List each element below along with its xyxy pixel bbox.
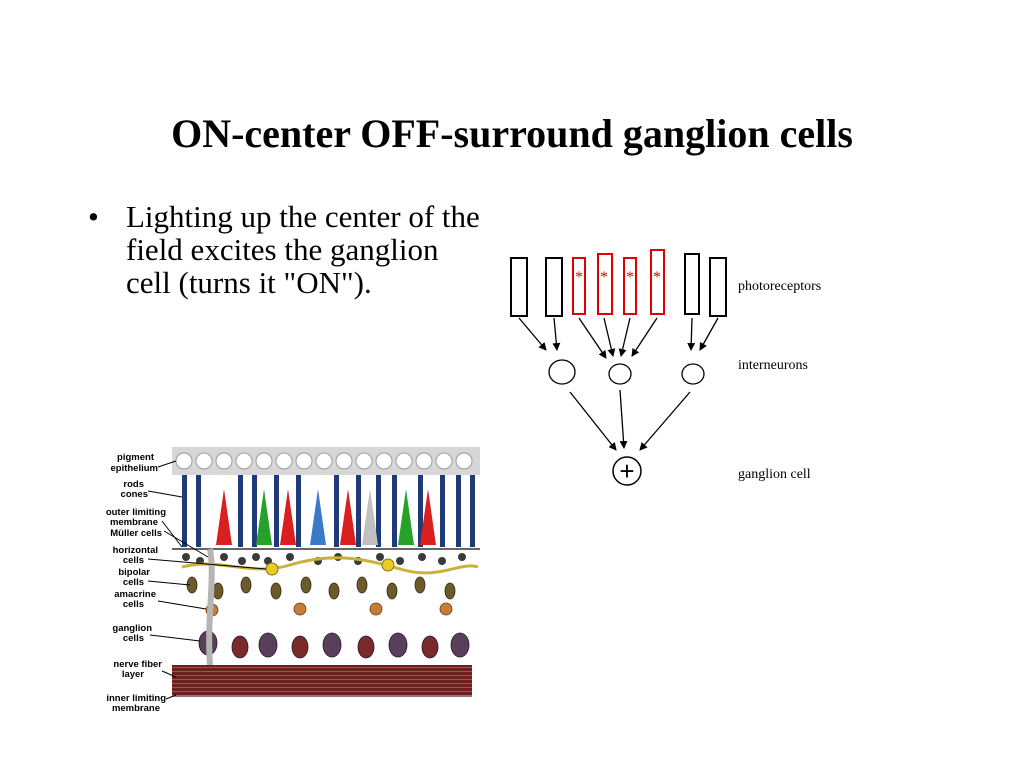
- label-outer-limiting: outer limiting: [106, 507, 166, 518]
- label-bipolar: bipolar: [118, 567, 150, 578]
- cone-cells: [216, 489, 436, 545]
- bipolar-cells: [186, 576, 456, 600]
- ganglion-cells: [198, 630, 470, 659]
- label-amacrine: amacrine: [114, 589, 156, 600]
- rod-cells: [182, 475, 475, 547]
- photoreceptor-row: [510, 249, 727, 317]
- label-horizontal: horizontal: [113, 545, 158, 556]
- bullet-symbol: •: [88, 199, 99, 234]
- interneurons-label: interneurons: [738, 358, 808, 373]
- label-amacrine-cells: cells: [123, 599, 144, 610]
- interneuron-row: [548, 359, 705, 385]
- photoreceptor-lit-2: [597, 253, 613, 315]
- receptive-field-schematic: * * * * + photoreceptors interneurons ga…: [510, 249, 821, 486]
- star-mark: *: [626, 269, 634, 286]
- label-inner-limiting: inner limiting: [106, 693, 166, 704]
- interneuron-right: [681, 363, 705, 385]
- label-ganglion: ganglion: [112, 623, 152, 634]
- interneuron-to-ganglion-arrows: [569, 389, 691, 451]
- star-mark: *: [575, 269, 583, 286]
- interneuron-center: [608, 363, 632, 385]
- label-layer: layer: [122, 669, 144, 680]
- amacrine-cells: [205, 602, 453, 617]
- receptor-to-interneuron-arrows: [518, 317, 719, 359]
- nerve-fiber-layer: [172, 665, 472, 695]
- photoreceptor-outer-left-2: [545, 257, 563, 317]
- photoreceptor-lit-4: [650, 249, 665, 315]
- photoreceptor-outer-right-1: [684, 253, 700, 315]
- label-muller-cells: Müller cells: [110, 528, 162, 539]
- label-horizontal-cells: cells: [123, 555, 144, 566]
- photoreceptor-lit-3: [623, 257, 637, 315]
- muller-cell: [206, 548, 215, 686]
- ganglion-cell: [612, 456, 642, 486]
- label-rods: rods: [123, 479, 144, 490]
- slide-title: ON-center OFF-surround ganglion cells: [171, 111, 853, 156]
- label-pointers: [147, 460, 267, 700]
- photoreceptor-outer-right-2: [709, 257, 727, 317]
- label-epithelium: epithelium: [110, 463, 158, 474]
- photoreceptor-outer-left-1: [510, 257, 528, 317]
- horizontal-cell-body: [381, 558, 395, 572]
- light-stimulus-marks: * * * *: [575, 269, 661, 286]
- photoreceptor-lit-1: [572, 257, 586, 315]
- retina-cross-section-illustration: pigment epithelium rods cones outer limi…: [106, 447, 480, 714]
- label-pigment: pigment: [117, 452, 155, 463]
- label-ganglion-cells: cells: [123, 633, 144, 644]
- retina-labels: pigment epithelium rods cones outer limi…: [106, 452, 166, 714]
- label-outer-membrane: membrane: [110, 517, 158, 528]
- plus-mark: +: [619, 456, 634, 486]
- pigment-epithelium-cells: [175, 452, 473, 470]
- star-mark: *: [653, 269, 661, 286]
- label-bipolar-cells: cells: [123, 577, 144, 588]
- bullet-text: Lighting up the center of the field exci…: [126, 199, 480, 300]
- photoreceptors-label: photoreceptors: [738, 279, 821, 294]
- horizontal-cell-body: [265, 562, 279, 576]
- label-cones: cones: [121, 489, 148, 500]
- ganglion-cell-label: ganglion cell: [738, 467, 811, 482]
- star-mark: *: [600, 269, 608, 286]
- label-inner-membrane: membrane: [112, 703, 160, 714]
- interneuron-left: [548, 359, 576, 385]
- label-nerve-fiber: nerve fiber: [113, 659, 162, 670]
